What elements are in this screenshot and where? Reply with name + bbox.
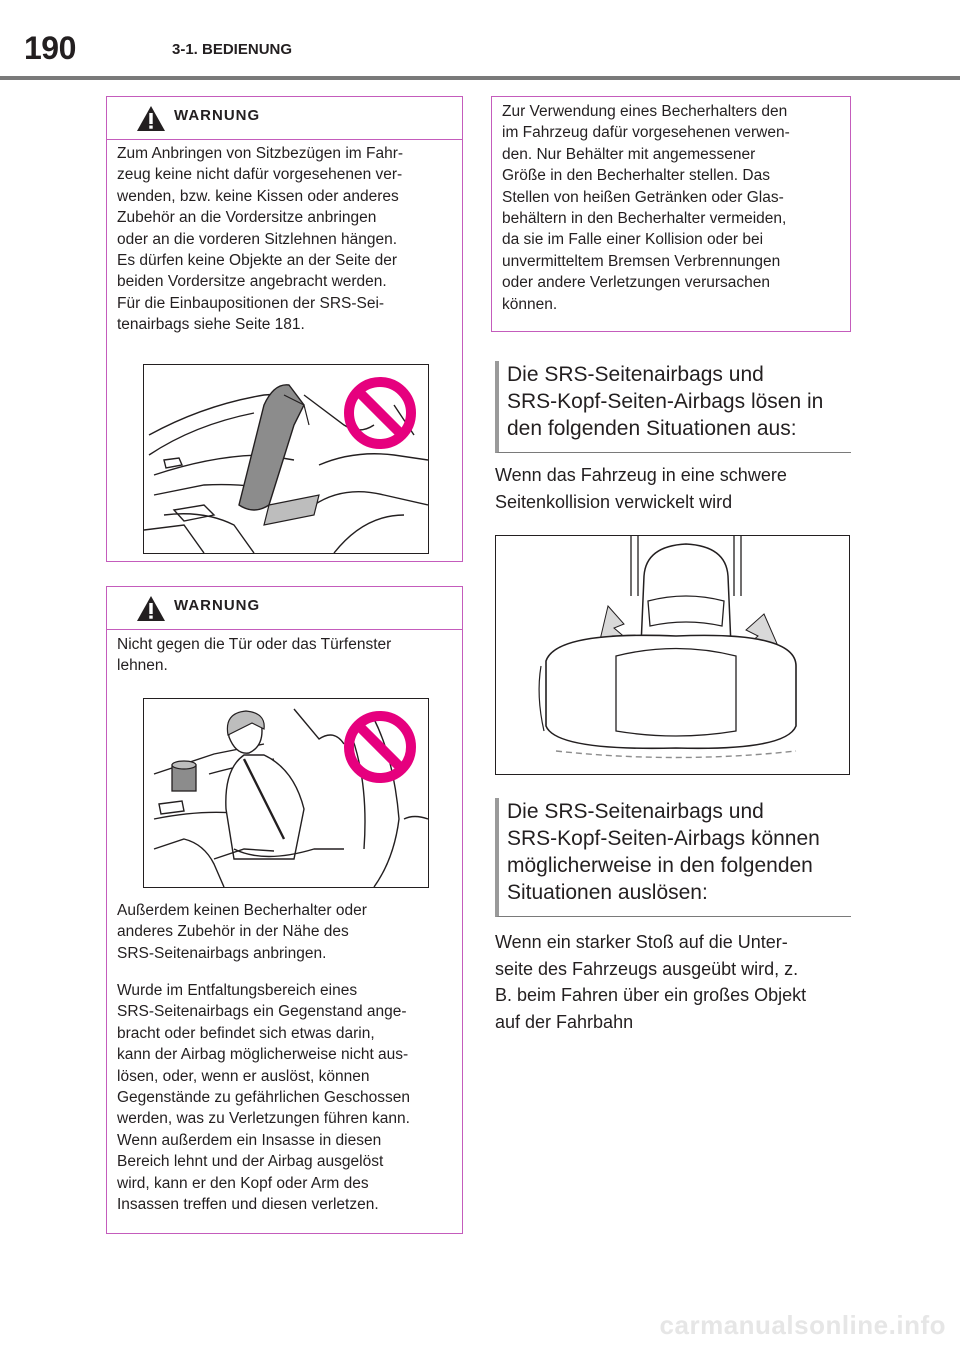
heading-line: SRS-Kopf-Seiten-Airbags lösen in bbox=[507, 390, 824, 413]
warning-box-door-lean: WARNUNG Nicht gegen die Tür oder das Tür… bbox=[106, 586, 463, 1234]
text-line: können. bbox=[502, 295, 558, 313]
warning-paragraph-2: Wurde im Entfaltungsbereich eines SRS-Se… bbox=[107, 980, 426, 1215]
warning-continuation-text: Zur Verwendung eines Becherhalters den i… bbox=[492, 97, 850, 315]
text-line: lehnen. bbox=[117, 657, 168, 675]
text-line: Wenn ein starker Stoß auf die Unter- bbox=[495, 932, 788, 952]
text-line: im Fahrzeug dafür vorgesehenen verwen- bbox=[502, 124, 790, 142]
warning-label: WARNUNG bbox=[174, 107, 261, 124]
text-line: tenairbags siehe Seite 181. bbox=[117, 316, 305, 334]
paragraph-side-collision: Wenn das Fahrzeug in eine schwere Seiten… bbox=[495, 462, 855, 515]
text-line: Für die Einbaupositionen der SRS-Sei- bbox=[117, 294, 385, 312]
text-line: anderes Zubehör in der Nähe des bbox=[117, 923, 349, 941]
text-line: oder andere Verletzungen verursachen bbox=[502, 274, 770, 292]
text-line: da sie im Falle einer Kollision oder bei bbox=[502, 231, 764, 249]
warning-box-seat-covers: WARNUNG Zum Anbringen von Sitzbezügen im… bbox=[106, 96, 463, 562]
page-header: 190 3-1. BEDIENUNG bbox=[0, 0, 960, 80]
warning-triangle-icon bbox=[137, 596, 165, 621]
warning-text: Zum Anbringen von Sitzbezügen im Fahr- z… bbox=[107, 140, 462, 336]
text-line: Insassen treffen und diesen verletzen. bbox=[117, 1196, 379, 1214]
section-heading-deploy: Die SRS-Seitenairbags und SRS-Kopf-Seite… bbox=[495, 361, 851, 453]
text-line: oder an die vorderen Sitzlehnen hängen. bbox=[117, 230, 398, 248]
heading-line: Situationen auslösen: bbox=[507, 881, 708, 904]
text-line: Größe in den Becherhalter stellen. Das bbox=[502, 167, 770, 185]
prohibition-sign-icon bbox=[344, 711, 416, 783]
text-line: Gegenstände zu gefährlichen Geschossen bbox=[117, 1089, 410, 1107]
text-line: Zur Verwendung eines Becherhalters den bbox=[502, 103, 788, 120]
text-line: Wenn außerdem ein Insasse in diesen bbox=[117, 1131, 382, 1149]
text-line: wenden, bzw. keine Kissen oder anderes bbox=[117, 187, 399, 205]
heading-line: SRS-Kopf-Seiten-Airbags können bbox=[507, 827, 820, 850]
text-line: Wenn das Fahrzeug in eine schwere bbox=[495, 465, 787, 485]
text-line: werden, was zu Verletzungen führen kann. bbox=[117, 1110, 410, 1128]
warning-continuation-box: Zur Verwendung eines Becherhalters den i… bbox=[491, 96, 851, 332]
text-line: lösen, oder, wenn er auslöst, können bbox=[117, 1067, 370, 1085]
text-line: kann der Airbag möglicherweise nicht aus… bbox=[117, 1046, 409, 1064]
text-line: Zubehör an die Vordersitze anbringen bbox=[117, 209, 377, 227]
warning-intro: Nicht gegen die Tür oder das Türfenster … bbox=[107, 630, 462, 677]
text-line: zeug keine nicht dafür vorgesehenen ver- bbox=[117, 166, 403, 184]
text-line: wird, kann er den Kopf oder Arm des bbox=[117, 1174, 369, 1192]
occupant-leaning-illustration bbox=[143, 698, 429, 888]
text-line: Wurde im Entfaltungsbereich eines bbox=[117, 982, 358, 999]
text-line: unvermitteltem Bremsen Verbrennungen bbox=[502, 252, 781, 270]
header-rule bbox=[0, 76, 960, 80]
text-line: Zum Anbringen von Sitzbezügen im Fahr- bbox=[117, 145, 404, 162]
prohibition-sign-icon bbox=[344, 377, 416, 449]
page-number: 190 bbox=[24, 30, 76, 66]
text-line: auf der Fahrbahn bbox=[495, 1011, 634, 1032]
section-heading-may-deploy: Die SRS-Seitenairbags und SRS-Kopf-Seite… bbox=[495, 798, 851, 917]
text-line: B. beim Fahren über ein großes Objekt bbox=[495, 985, 807, 1005]
text-line: Bereich lehnt und der Airbag ausgelöst bbox=[117, 1153, 384, 1171]
heading-line: Die SRS-Seitenairbags und bbox=[507, 800, 764, 823]
section-title: 3-1. BEDIENUNG bbox=[172, 41, 293, 58]
text-line: Stellen von heißen Getränken oder Glas- bbox=[502, 188, 784, 206]
warning-header: WARNUNG bbox=[107, 97, 462, 140]
text-line: Es dürfen keine Objekte an der Seite der bbox=[117, 252, 398, 270]
text-line: Seitenkollision verwickelt wird bbox=[495, 491, 733, 512]
watermark: carmanualsonline.info bbox=[659, 1310, 946, 1340]
side-collision-illustration bbox=[495, 535, 850, 775]
warning-header: WARNUNG bbox=[107, 587, 462, 630]
heading-line: möglicherweise in den folgenden bbox=[507, 854, 813, 877]
text-line: seite des Fahrzeugs ausgeübt wird, z. bbox=[495, 958, 799, 979]
warning-paragraph-1: Außerdem keinen Becherhalter oder andere… bbox=[107, 900, 383, 964]
paragraph-underbody-impact: Wenn ein starker Stoß auf die Unter- sei… bbox=[495, 929, 855, 1035]
text-line: SRS-Seitenairbags ein Gegenstand ange- bbox=[117, 1003, 407, 1021]
text-line: SRS-Seitenairbags anbringen. bbox=[117, 944, 327, 962]
text-line: behältern in den Becherhalter vermeiden, bbox=[502, 210, 787, 228]
text-line: beiden Vordersitze angebracht werden. bbox=[117, 273, 387, 291]
seat-cover-illustration bbox=[143, 364, 429, 554]
warning-label: WARNUNG bbox=[174, 597, 261, 614]
text-line: Außerdem keinen Becherhalter oder bbox=[117, 902, 367, 919]
text-line: Nicht gegen die Tür oder das Türfenster bbox=[117, 636, 392, 653]
warning-triangle-icon bbox=[137, 106, 165, 131]
text-line: den. Nur Behälter mit angemessener bbox=[502, 145, 756, 163]
text-line: bracht oder befindet sich etwas darin, bbox=[117, 1024, 375, 1042]
heading-line: Die SRS-Seitenairbags und bbox=[507, 363, 764, 386]
heading-line: den folgenden Situationen aus: bbox=[507, 417, 797, 440]
